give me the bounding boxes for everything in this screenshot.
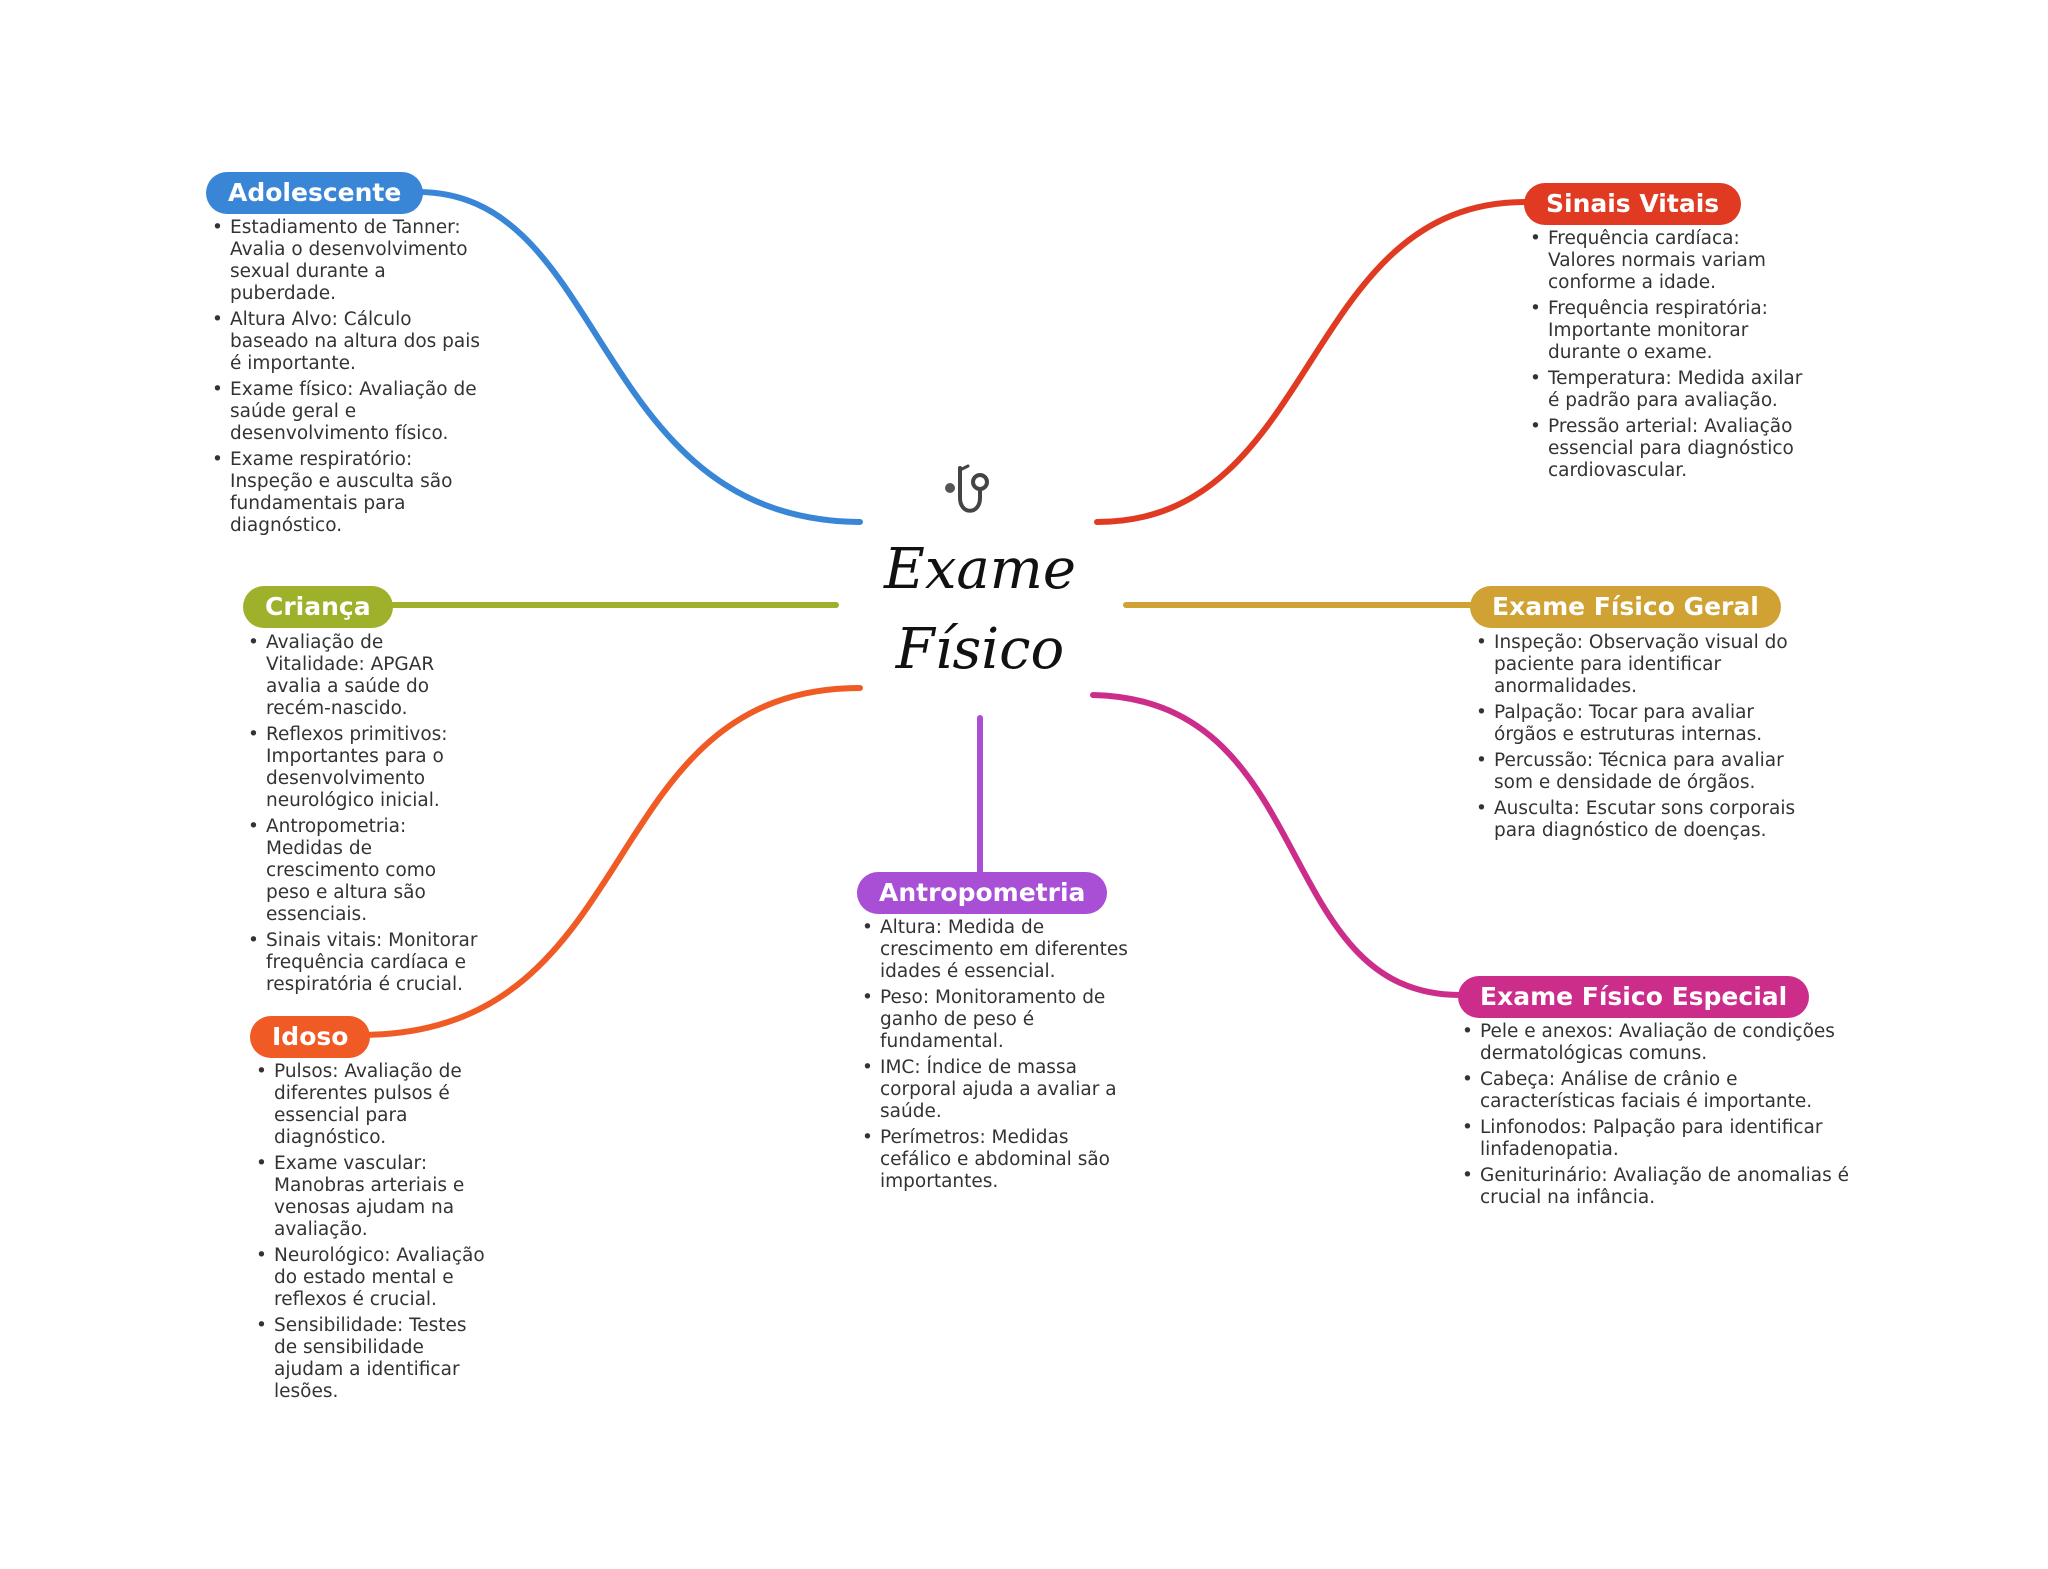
- list-item: Linfonodos: Palpação para identificar li…: [1462, 1117, 1852, 1161]
- list-item: Pele e anexos: Avaliação de condições de…: [1462, 1021, 1852, 1065]
- list-item: Sinais vitais: Monitorar frequência card…: [248, 930, 478, 996]
- list-item: Inspeção: Observação visual do paciente …: [1476, 632, 1806, 698]
- list-item: Exame físico: Avaliação de saúde geral e…: [212, 379, 482, 445]
- list-item: Avaliação de Vitalidade: APGAR avalia a …: [248, 632, 478, 720]
- central-topic: Exame Físico: [880, 530, 1080, 690]
- list-item: Neurológico: Avaliação do estado mental …: [256, 1245, 486, 1311]
- branch-title-adolescente[interactable]: Adolescente: [206, 172, 424, 214]
- list-item: Palpação: Tocar para avaliar órgãos e es…: [1476, 702, 1806, 746]
- notes-antropometria: Altura: Medida de crescimento em diferen…: [862, 917, 1132, 1197]
- list-item: Altura Alvo: Cálculo baseado na altura d…: [212, 309, 482, 375]
- list-item: Altura: Medida de crescimento em diferen…: [862, 917, 1132, 983]
- branch-title-crianca[interactable]: Criança: [243, 586, 393, 628]
- notes-exame-geral: Inspeção: Observação visual do paciente …: [1476, 632, 1806, 846]
- notes-sinais-vitais: Frequência cardíaca: Valores normais var…: [1530, 228, 1805, 486]
- branch-title-antropometria[interactable]: Antropometria: [857, 872, 1108, 914]
- list-item: Perímetros: Medidas cefálico e abdominal…: [862, 1127, 1132, 1193]
- connector-idoso: [357, 685, 863, 1038]
- list-item: Exame vascular: Manobras arteriais e ven…: [256, 1153, 486, 1241]
- notes-crianca: Avaliação de Vitalidade: APGAR avalia a …: [248, 632, 478, 1000]
- notes-idoso: Pulsos: Avaliação de diferentes pulsos é…: [256, 1061, 486, 1407]
- list-item: Temperatura: Medida axilar é padrão para…: [1530, 368, 1805, 412]
- list-item: Sensibilidade: Testes de sensibilidade a…: [256, 1315, 486, 1403]
- list-item: Exame respiratório: Inspeção e ausculta …: [212, 449, 482, 537]
- notes-adolescente: Estadiamento de Tanner: Avalia o desenvo…: [212, 217, 482, 541]
- list-item: Estadiamento de Tanner: Avalia o desenvo…: [212, 217, 482, 305]
- list-item: Geniturinário: Avaliação de anomalias é …: [1462, 1165, 1852, 1209]
- list-item: Pressão arterial: Avaliação essencial pa…: [1530, 416, 1805, 482]
- connector-sinais-vitais: [1094, 199, 1528, 525]
- central-title-line2: Físico: [895, 617, 1065, 682]
- list-item: Frequência cardíaca: Valores normais var…: [1530, 228, 1805, 294]
- list-item: Peso: Monitoramento de ganho de peso é f…: [862, 987, 1132, 1053]
- list-item: Reflexos primitivos: Importantes para o …: [248, 724, 478, 812]
- branch-title-sinais-vitais[interactable]: Sinais Vitais: [1524, 183, 1742, 225]
- central-title-line1: Exame: [883, 537, 1077, 602]
- notes-exame-especial: Pele e anexos: Avaliação de condições de…: [1462, 1021, 1852, 1213]
- stethoscope-icon: [945, 464, 989, 513]
- list-item: Percussão: Técnica para avaliar som e de…: [1476, 750, 1806, 794]
- list-item: Cabeça: Análise de crânio e característi…: [1462, 1069, 1852, 1113]
- branch-title-exame-geral[interactable]: Exame Físico Geral: [1470, 586, 1781, 628]
- list-item: Pulsos: Avaliação de diferentes pulsos é…: [256, 1061, 486, 1149]
- list-item: IMC: Índice de massa corporal ajuda a av…: [862, 1057, 1132, 1123]
- branch-title-exame-especial[interactable]: Exame Físico Especial: [1458, 976, 1810, 1018]
- connector-exame-especial: [1090, 692, 1463, 998]
- list-item: Antropometria: Medidas de crescimento co…: [248, 816, 478, 926]
- list-item: Frequência respiratória: Importante moni…: [1530, 298, 1805, 364]
- branch-title-idoso[interactable]: Idoso: [250, 1016, 371, 1058]
- list-item: Ausculta: Escutar sons corporais para di…: [1476, 798, 1806, 842]
- connector-adolescente: [415, 189, 863, 525]
